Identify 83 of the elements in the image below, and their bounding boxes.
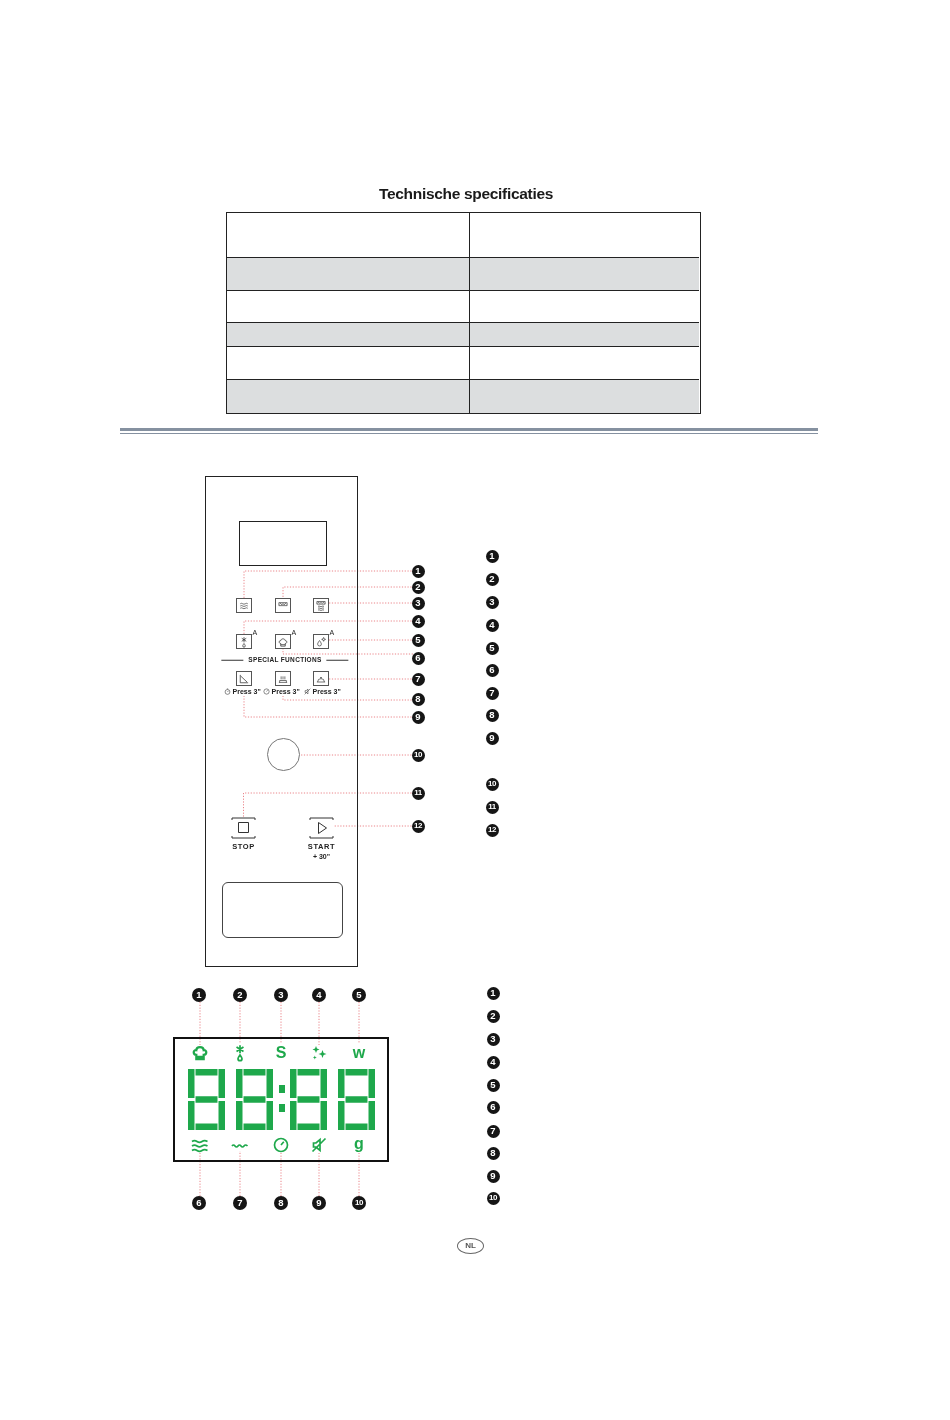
section-title: Technische specificaties [378,184,554,204]
leader-line [280,1001,282,1045]
callout-number: 9 [411,710,425,724]
list-number: 10 [485,777,499,791]
list-number: 5 [485,641,499,655]
list-number: 2 [485,572,499,586]
list-number: 3 [485,595,499,609]
leader-line [318,1152,320,1197]
list-number: 12 [485,823,499,837]
list-number: 5 [486,1078,500,1092]
seven-segment-digits [188,1069,377,1130]
leader-line [243,792,412,818]
callout-number: 3 [411,596,425,610]
leader-line [358,1152,360,1197]
list-number: 2 [486,1009,500,1023]
list-number: 7 [486,1124,500,1138]
list-number: 1 [485,549,499,563]
list-number: 8 [486,1146,500,1160]
sparkles-icon [311,1045,327,1061]
stop-key [231,817,256,839]
list-number: 6 [485,663,499,677]
list-number: 6 [486,1100,500,1114]
leader-line [282,648,414,655]
leader-line [243,620,412,635]
indicator-letter: g [354,1136,364,1152]
indicator-letter: w [352,1045,366,1061]
leader-line [333,825,412,827]
leader-line [243,695,412,718]
list-number: 9 [486,1169,500,1183]
leader-line [280,1152,282,1197]
leader-line [328,602,412,604]
leader-line [318,1001,320,1046]
mute-speaker-icon [311,1137,327,1153]
callout-number: 5 [411,633,425,647]
callout-number: 11 [411,786,425,800]
callout-number: 9 [312,1196,326,1210]
leader-line [358,1001,360,1045]
leader-line [199,1152,201,1197]
control-panel [205,476,358,967]
callout-number: 5 [352,988,366,1002]
wave-lines-icon [191,1139,209,1153]
clock-icon [273,1137,289,1153]
list-number: 9 [485,731,499,745]
callout-number: 4 [411,614,425,628]
list-number: 3 [486,1032,500,1046]
callout-number: 6 [192,1196,206,1210]
callout-number: 10 [352,1196,366,1210]
leader-line [239,1001,241,1045]
callout-number: 8 [274,1196,288,1210]
lcd-display [173,1037,389,1162]
callout-number: 4 [312,988,326,1002]
list-number: 7 [485,686,499,700]
list-number: 4 [485,618,499,632]
blank-plate [222,882,343,938]
chef-hat-icon [192,1045,208,1061]
display-window [239,521,327,566]
list-number: 10 [486,1191,500,1205]
wavy-line-icon [231,1141,249,1151]
list-number: 4 [486,1055,500,1069]
list-number: 1 [486,986,500,1000]
callout-number: 1 [192,988,206,1002]
callout-number: 6 [411,651,425,665]
list-number: 11 [485,800,499,814]
callout-number: 2 [411,580,425,594]
start-key [309,817,334,839]
list-number: 8 [485,708,499,722]
callout-number: 8 [411,692,425,706]
callout-number: 7 [233,1196,247,1210]
leader-line [239,1150,241,1197]
leader-line [282,695,413,701]
callout-number: 2 [233,988,247,1002]
callout-number: 7 [411,672,425,686]
indicator-letter: S [275,1045,287,1061]
leader-line [328,678,412,680]
leader-line [243,570,412,599]
callout-number: 10 [411,748,425,762]
leader-line [328,639,412,641]
leader-line [282,586,412,599]
leader-line [299,754,412,756]
callout-number: 3 [274,988,288,1002]
callout-number: 12 [411,819,425,833]
leader-line [199,1001,201,1046]
callout-number: 1 [411,564,425,578]
